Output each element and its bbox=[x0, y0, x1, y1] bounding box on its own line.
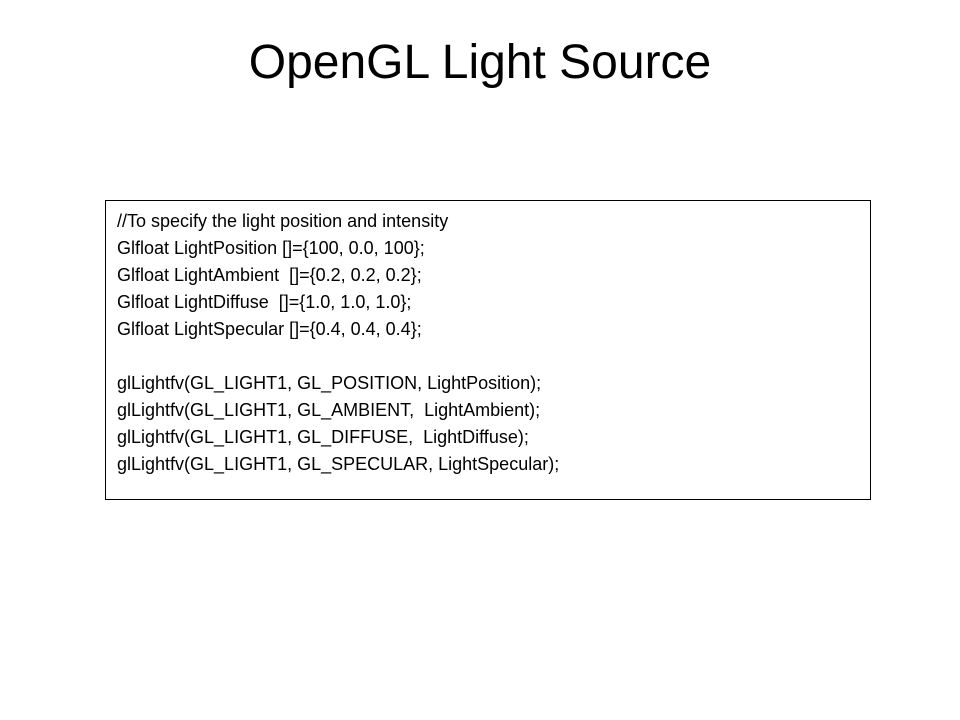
code-call-ambient: glLightfv(GL_LIGHT1, GL_AMBIENT, LightAm… bbox=[117, 400, 541, 420]
slide-title: OpenGL Light Source bbox=[248, 36, 712, 89]
code-blank-line bbox=[117, 343, 859, 370]
code-call-diffuse: glLightfv(GL_LIGHT1, GL_DIFFUSE, LightDi… bbox=[117, 427, 529, 447]
code-line-light-diffuse: Glfloat LightDiffuse []={1.0, 1.0, 1.0}; bbox=[117, 292, 412, 312]
code-block: //To specify the light position and inte… bbox=[105, 200, 871, 500]
code-comment: //To specify the light position and inte… bbox=[117, 211, 449, 231]
code-line-light-specular: Glfloat LightSpecular []={0.4, 0.4, 0.4}… bbox=[117, 319, 422, 339]
code-line-light-position: Glfloat LightPosition []={100, 0.0, 100}… bbox=[117, 238, 425, 258]
code-call-specular: glLightfv(GL_LIGHT1, GL_SPECULAR, LightS… bbox=[117, 454, 560, 474]
code-call-position: glLightfv(GL_LIGHT1, GL_POSITION, LightP… bbox=[117, 373, 542, 393]
code-line-light-ambient: Glfloat LightAmbient []={0.2, 0.2, 0.2}; bbox=[117, 265, 422, 285]
